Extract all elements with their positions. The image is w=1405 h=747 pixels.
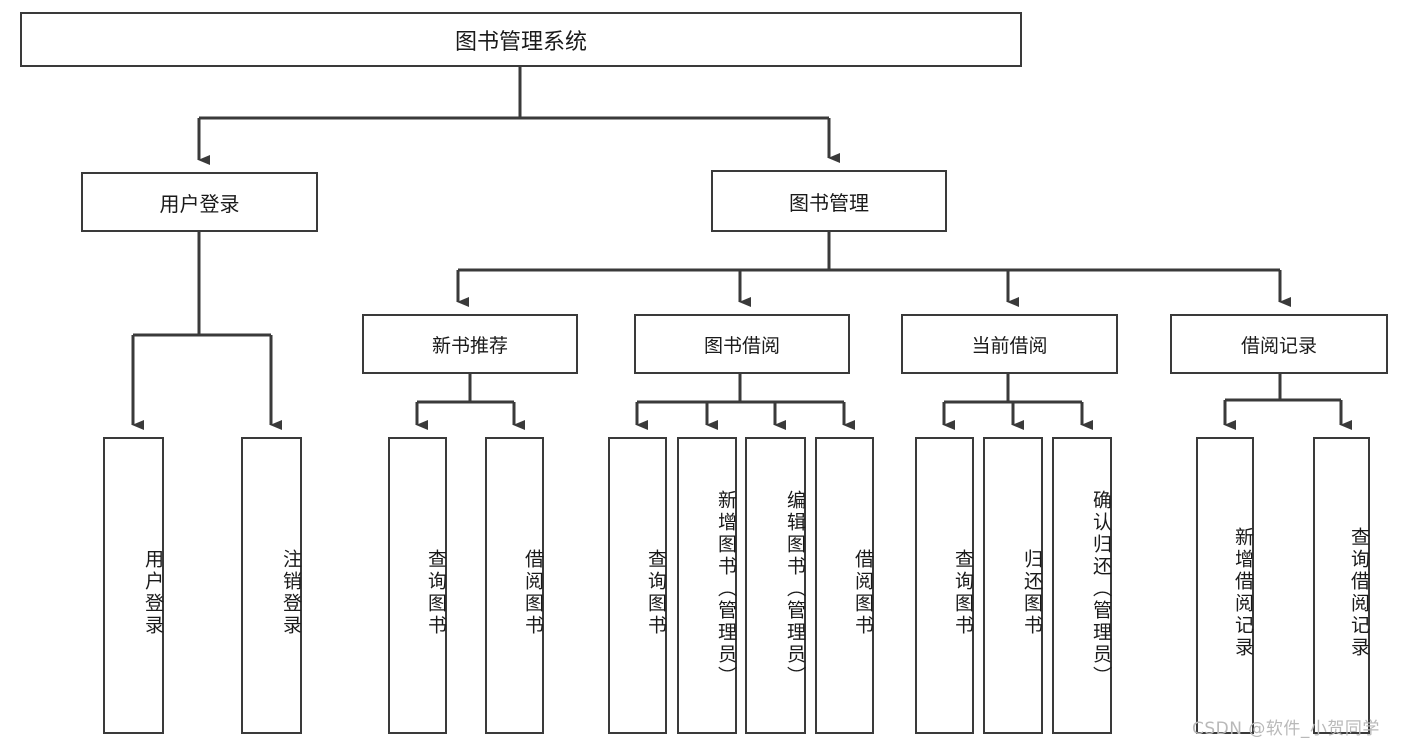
leaf-current-borrow-query[interactable]: 查询图书: [915, 437, 974, 734]
leaf-new-book-query[interactable]: 查询图书: [388, 437, 447, 734]
leaf-book-borrow-borrow[interactable]: 借阅图书: [815, 437, 874, 734]
watermark-text: CSDN @软件_小贺同学: [1192, 719, 1380, 739]
leaf-book-borrow-add[interactable]: 新增图书（管理员）: [677, 437, 737, 734]
node-book-borrow[interactable]: 图书借阅: [634, 314, 850, 374]
leaf-borrow-records-query[interactable]: 查询借阅记录: [1313, 437, 1370, 734]
leaf-book-borrow-edit[interactable]: 编辑图书（管理员）: [745, 437, 806, 734]
leaf-new-book-borrow[interactable]: 借阅图书: [485, 437, 544, 734]
leaf-current-borrow-confirm[interactable]: 确认归还（管理员）: [1052, 437, 1112, 734]
node-borrow-records[interactable]: 借阅记录: [1170, 314, 1388, 374]
node-new-book-recommend[interactable]: 新书推荐: [362, 314, 578, 374]
leaf-user-login-logout[interactable]: 注销登录: [241, 437, 302, 734]
node-root[interactable]: 图书管理系统: [20, 12, 1022, 67]
leaf-current-borrow-return[interactable]: 归还图书: [983, 437, 1043, 734]
node-current-borrow[interactable]: 当前借阅: [901, 314, 1118, 374]
node-book-manage[interactable]: 图书管理: [711, 170, 947, 232]
leaf-user-login-login[interactable]: 用户登录: [103, 437, 164, 734]
node-user-login[interactable]: 用户登录: [81, 172, 318, 232]
leaf-book-borrow-query[interactable]: 查询图书: [608, 437, 667, 734]
leaf-borrow-records-add[interactable]: 新增借阅记录: [1196, 437, 1254, 734]
